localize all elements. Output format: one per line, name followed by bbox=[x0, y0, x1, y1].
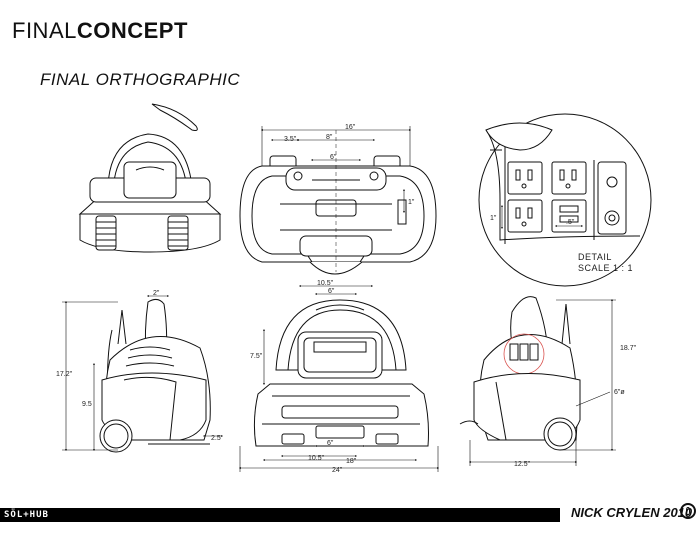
rear-view-right-track bbox=[167, 215, 189, 251]
detail-scale: SCALE 1 : 1 bbox=[578, 263, 634, 273]
dim-top-front: 10.5" bbox=[317, 280, 334, 287]
dim-right-depth: 12.5" bbox=[514, 461, 531, 468]
rear-view bbox=[78, 103, 222, 253]
detail-dimensions: 1" .5" bbox=[490, 204, 584, 230]
detail-dial bbox=[604, 210, 620, 226]
front-view-right-tread bbox=[375, 433, 399, 445]
front-view-screen bbox=[297, 331, 383, 379]
dim-side-lower: 9.5 bbox=[82, 401, 92, 408]
dim-side-height: 17.2" bbox=[56, 371, 73, 378]
dim-side-top: 2" bbox=[153, 290, 160, 297]
detail-title: DETAIL bbox=[578, 252, 612, 262]
front-view-slot bbox=[315, 425, 365, 439]
page-subtitle: FINAL ORTHOGRAPHIC bbox=[40, 70, 241, 89]
detail-outlet-2 bbox=[507, 199, 543, 233]
dim-right-wheel: 6"ø bbox=[614, 389, 625, 396]
front-view-base bbox=[253, 383, 429, 447]
top-view-outline bbox=[239, 165, 437, 263]
detail-outlet-3 bbox=[551, 161, 587, 195]
right-side-cord bbox=[561, 303, 571, 345]
left-side-cord bbox=[117, 309, 127, 345]
right-side-dimensions: 18.7" 6"ø 12.5" bbox=[468, 298, 637, 468]
dim-front-height: 7.5" bbox=[250, 353, 263, 360]
author-credit: NICK CRYLEN 2010 bbox=[571, 505, 693, 520]
dim-top-width: 16" bbox=[345, 124, 356, 131]
rear-view-tip bbox=[151, 103, 198, 131]
detail-label: DETAIL SCALE 1 : 1 bbox=[578, 252, 633, 274]
dim-top-base: 6" bbox=[328, 288, 335, 295]
dim-top-side: 1" bbox=[408, 199, 415, 206]
dim-front-overall: 24" bbox=[332, 467, 343, 474]
front-view-left-tread bbox=[281, 433, 305, 445]
dim-front-mid: 18" bbox=[346, 458, 357, 465]
right-side-wheel bbox=[543, 417, 577, 451]
detail-outlet-1 bbox=[507, 161, 543, 195]
left-side-dimensions: 2" 17.2" 9.5 2.5 bbox=[56, 290, 224, 452]
dim-right-height: 18.7" bbox=[620, 345, 637, 352]
detail-usb-ports bbox=[551, 199, 587, 233]
author-seal-icon bbox=[680, 503, 696, 519]
top-view-dimensions: 16" 3.5" 8" 6" 1" 10.5" 6" bbox=[260, 124, 415, 296]
top-view-wheel bbox=[309, 261, 363, 275]
detail-button bbox=[606, 176, 618, 188]
dim-detail-outlet: 1" bbox=[490, 215, 497, 222]
dim-side-cord: 2.5 bbox=[211, 435, 221, 442]
dim-front-slot: 6" bbox=[327, 440, 334, 447]
page-title: FINALCONCEPT bbox=[12, 18, 188, 44]
front-view bbox=[253, 299, 429, 447]
footer-bar bbox=[0, 508, 560, 522]
title-bold: CONCEPT bbox=[76, 18, 188, 43]
front-view-dimensions: 7.5" 6" 10.5" 18" 24" bbox=[238, 328, 440, 474]
rear-view-left-track bbox=[95, 215, 117, 251]
dim-top-center: 6" bbox=[330, 154, 337, 161]
detail-view bbox=[478, 113, 652, 287]
left-side-view bbox=[99, 298, 211, 453]
brand-logo: SÖL+HUB bbox=[4, 510, 49, 520]
right-side-view bbox=[459, 296, 581, 451]
dim-front-inner: 10.5" bbox=[308, 455, 325, 462]
dim-top-inner: 8" bbox=[326, 134, 333, 141]
dim-top-span: 3.5" bbox=[284, 136, 297, 143]
title-light: FINAL bbox=[12, 18, 77, 43]
top-view bbox=[239, 130, 437, 275]
dim-detail-usb: .5" bbox=[566, 219, 575, 226]
left-side-wheel bbox=[99, 419, 133, 453]
